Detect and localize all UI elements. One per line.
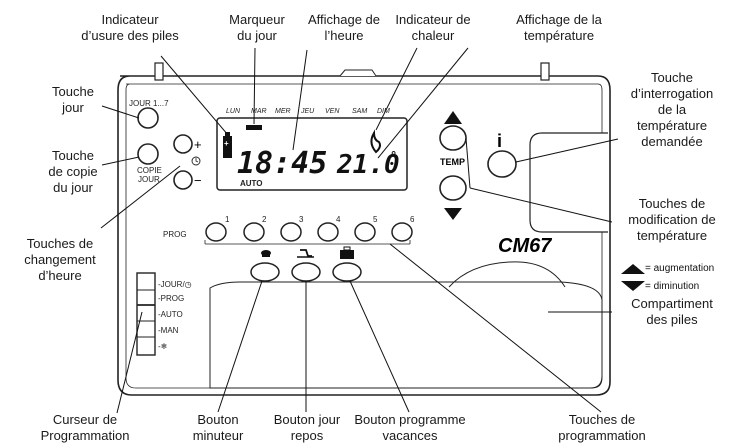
timer-button[interactable] [250, 262, 280, 282]
lcd-temperature: 21.0 [336, 150, 400, 180]
temp-label: TEMP [440, 157, 465, 167]
prog-button-3[interactable] [280, 222, 302, 242]
temp-up-button[interactable] [439, 125, 467, 151]
prog-number: 5 [373, 215, 378, 224]
up-arrow-icon [444, 111, 462, 124]
down-arrow-icon [444, 208, 462, 220]
day-marker [246, 125, 262, 130]
prog-number: 6 [410, 215, 415, 224]
lcd-auto: AUTO [240, 179, 263, 188]
time-minus-button[interactable] [173, 170, 193, 190]
rest-day-button[interactable] [291, 262, 321, 282]
prog-button-6[interactable] [391, 222, 413, 242]
lcd-time: 18:45 [237, 146, 327, 181]
switch-position: -JOUR/◷ [158, 280, 192, 289]
prog-number: 1 [225, 215, 230, 224]
day-label: DIM [377, 108, 390, 115]
info-icon: i [497, 131, 502, 151]
prog-label: PROG [163, 230, 187, 239]
svg-text:+: + [224, 139, 229, 148]
temp-down-button[interactable] [439, 175, 467, 201]
day-label: VEN [325, 108, 340, 115]
copie-label-2: JOUR [138, 175, 160, 184]
copy-day-button[interactable] [137, 143, 159, 165]
day-label: SAM [352, 108, 367, 115]
switch-position: -PROG [158, 294, 184, 303]
day-label: LUN [226, 108, 241, 115]
legend-increase: = augmentation [645, 263, 715, 274]
top-clip-right [540, 62, 550, 81]
plus-label: + [194, 137, 202, 152]
flame-icon [370, 129, 381, 154]
top-clip-left [154, 62, 164, 81]
prog-buttons [205, 222, 413, 242]
prog-number: 2 [262, 215, 267, 224]
day-labels: LUN MAR MER JEU VEN SAM DIM [226, 108, 390, 115]
holiday-button[interactable] [332, 262, 362, 282]
prog-button-1[interactable] [205, 222, 227, 242]
holiday-icon [340, 246, 354, 259]
prog-number: 4 [336, 215, 341, 224]
prog-button-5[interactable] [354, 222, 376, 242]
clock-icon [191, 156, 201, 166]
lcd-degree: ° [390, 149, 397, 163]
switch-position: -AUTO [158, 310, 183, 319]
switch-position: -❄ [158, 342, 167, 351]
rest-day-icon [297, 249, 314, 258]
prog-button-2[interactable] [243, 222, 265, 242]
switch-position: -MAN [158, 326, 179, 335]
time-plus-button[interactable] [173, 134, 193, 154]
battery-compartment [448, 261, 566, 288]
day-label: MER [275, 108, 291, 115]
lower-panel [209, 281, 603, 389]
prog-number: 3 [299, 215, 304, 224]
copie-label-1: COPIE [137, 166, 162, 175]
minus-label: − [194, 173, 202, 188]
prog-button-4[interactable] [317, 222, 339, 242]
programming-cursor[interactable] [136, 272, 156, 356]
legend-decrease: = diminution [645, 281, 700, 292]
lcd-display [216, 117, 408, 191]
brand-logo: CM67 [498, 235, 552, 257]
day-label: JEU [300, 108, 315, 115]
jour-label: JOUR 1...7 [129, 99, 169, 108]
timer-icon [261, 250, 271, 257]
day-label: MAR [251, 108, 267, 115]
leader-lines [100, 47, 619, 414]
temp-query-button[interactable] [487, 150, 517, 178]
day-button[interactable] [137, 107, 159, 129]
